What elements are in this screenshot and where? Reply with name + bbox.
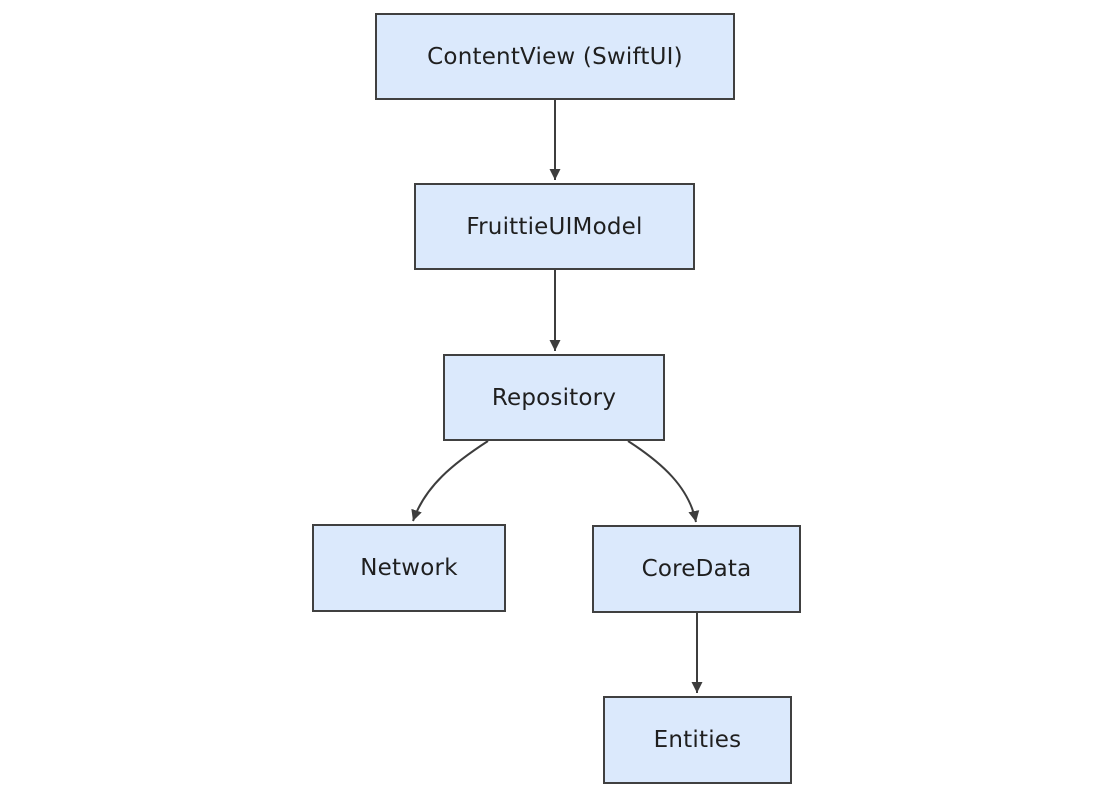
node-contentview: ContentView (SwiftUI) xyxy=(375,13,735,100)
edge-repository-to-coredata xyxy=(627,440,700,523)
edge-repository-to-network xyxy=(411,440,489,522)
node-repository-label: Repository xyxy=(491,384,617,411)
node-contentview-label: ContentView (SwiftUI) xyxy=(427,43,683,70)
node-entities-label: Entities xyxy=(653,727,742,753)
node-entities: Entities xyxy=(603,696,792,784)
node-coredata: CoreData xyxy=(592,525,801,613)
node-network-label: Network xyxy=(360,555,458,581)
node-repository: Repository xyxy=(443,354,665,441)
node-network: Network xyxy=(312,524,506,612)
node-fruittieuimodel: FruittieUIModel xyxy=(414,183,695,270)
node-coredata-label: CoreData xyxy=(641,556,752,582)
node-fruittieuimodel-label: FruittieUIModel xyxy=(466,213,643,240)
